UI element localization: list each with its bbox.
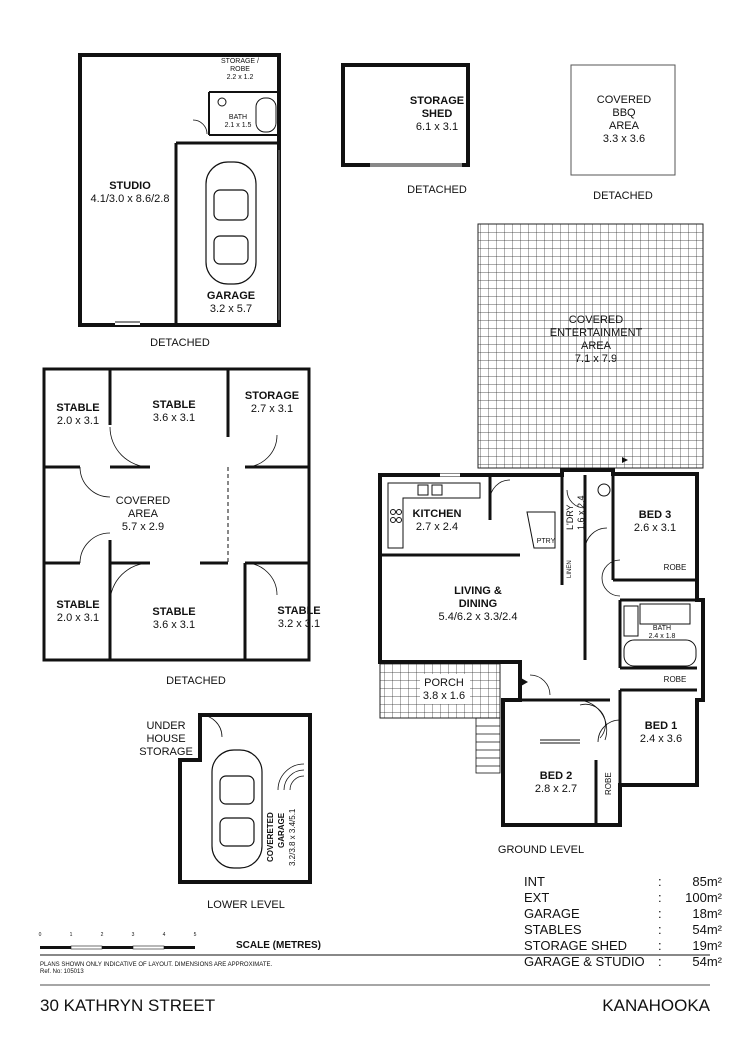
area-schedule: INT:85m² EXT:100m² GARAGE:18m² STABLES:5… (524, 874, 722, 970)
stables-block (42, 367, 311, 662)
lower-garage-dims: 3.2/3.8 x 3.4/5.1 (288, 808, 297, 866)
ground-level-drawing (378, 223, 705, 827)
bbq-caption: DETACHED (593, 190, 653, 202)
ldry-dims: 1.6 x 2.4 (576, 495, 586, 530)
scale-tick: 4 (162, 932, 166, 938)
area-row: EXT:100m² (524, 890, 722, 905)
area-row: STABLES:54m² (524, 922, 722, 937)
scale-tick: 2 (100, 932, 104, 938)
car-icon (205, 161, 257, 285)
street-address: 30 KATHRYN STREET (40, 996, 216, 1015)
ldry-label: L'DRY (565, 504, 575, 530)
linen-label: LINEN (567, 560, 573, 578)
bbq-outline (570, 64, 676, 176)
studio-caption: DETACHED (150, 337, 210, 349)
studio-garage-block (78, 53, 281, 327)
bed3-robe-label: ROBE (663, 563, 687, 572)
bed1-robe-label: ROBE (663, 675, 687, 684)
suburb: KANAHOOKA (602, 996, 710, 1015)
storage-shed-drawing (341, 63, 470, 167)
reference-number: Ref. No: 105013 (40, 969, 84, 975)
lower-garage-label: COVERETED (266, 812, 275, 862)
area-row: INT:85m² (524, 874, 722, 889)
lower-garage-label-2: GARAGE (277, 812, 286, 848)
ground-level-caption: GROUND LEVEL (497, 844, 585, 856)
disclaimer: PLANS SHOWN ONLY INDICATIVE OF LAYOUT. D… (40, 962, 272, 976)
car-icon (211, 749, 263, 869)
scale-tick: 0 (38, 932, 42, 938)
scale-bar (40, 945, 710, 986)
pantry-label: PTRY (536, 538, 556, 545)
storage-shed-caption: DETACHED (407, 184, 467, 196)
scale-title: SCALE (METRES) (236, 940, 321, 951)
area-row: GARAGE:18m² (524, 906, 722, 921)
lower-level-drawing (178, 713, 312, 884)
disclaimer-text: PLANS SHOWN ONLY INDICATIVE OF LAYOUT. D… (40, 962, 273, 968)
lower-level-caption: LOWER LEVEL (207, 899, 285, 911)
stables-caption: DETACHED (166, 675, 226, 687)
area-row: GARAGE & STUDIO:54m² (524, 954, 722, 969)
bed2-robe-label: ROBE (604, 772, 613, 795)
area-row: STORAGE SHED:19m² (524, 938, 722, 953)
scale-tick: 3 (131, 932, 135, 938)
scale-tick: 5 (193, 932, 197, 938)
scale-tick: 1 (69, 932, 73, 938)
